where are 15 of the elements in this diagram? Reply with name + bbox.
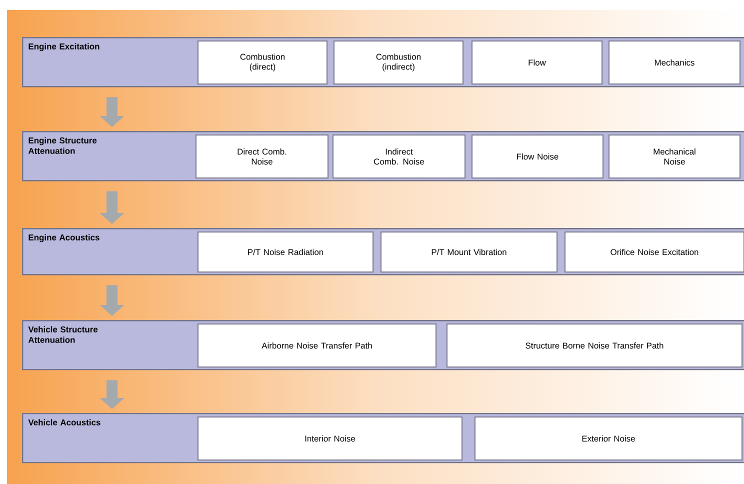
text-box: Airborne Noise Transfer Path xyxy=(198,324,436,368)
text-box: Mechanical Noise xyxy=(608,134,740,178)
text-box: Interior Noise xyxy=(198,416,462,460)
text-box: P/T Noise Radiation xyxy=(198,232,374,272)
text-box: P/T Mount Vibration xyxy=(380,232,558,272)
text-box: Direct Comb. Noise xyxy=(196,134,328,178)
text-box: Mechanics xyxy=(608,40,740,84)
text-box: Flow Noise xyxy=(472,134,604,178)
text-box: Flow xyxy=(472,40,602,84)
text-box: Structure Borne Noise Transfer Path xyxy=(446,324,742,368)
text-box: Orifice Noise Excitation xyxy=(564,232,744,272)
text-box: Indirect Comb. Noise xyxy=(332,134,466,178)
text-box: Combustion (indirect) xyxy=(334,40,464,84)
text-box: Exterior Noise xyxy=(474,416,742,460)
text-box: Combustion (direct) xyxy=(198,40,328,84)
